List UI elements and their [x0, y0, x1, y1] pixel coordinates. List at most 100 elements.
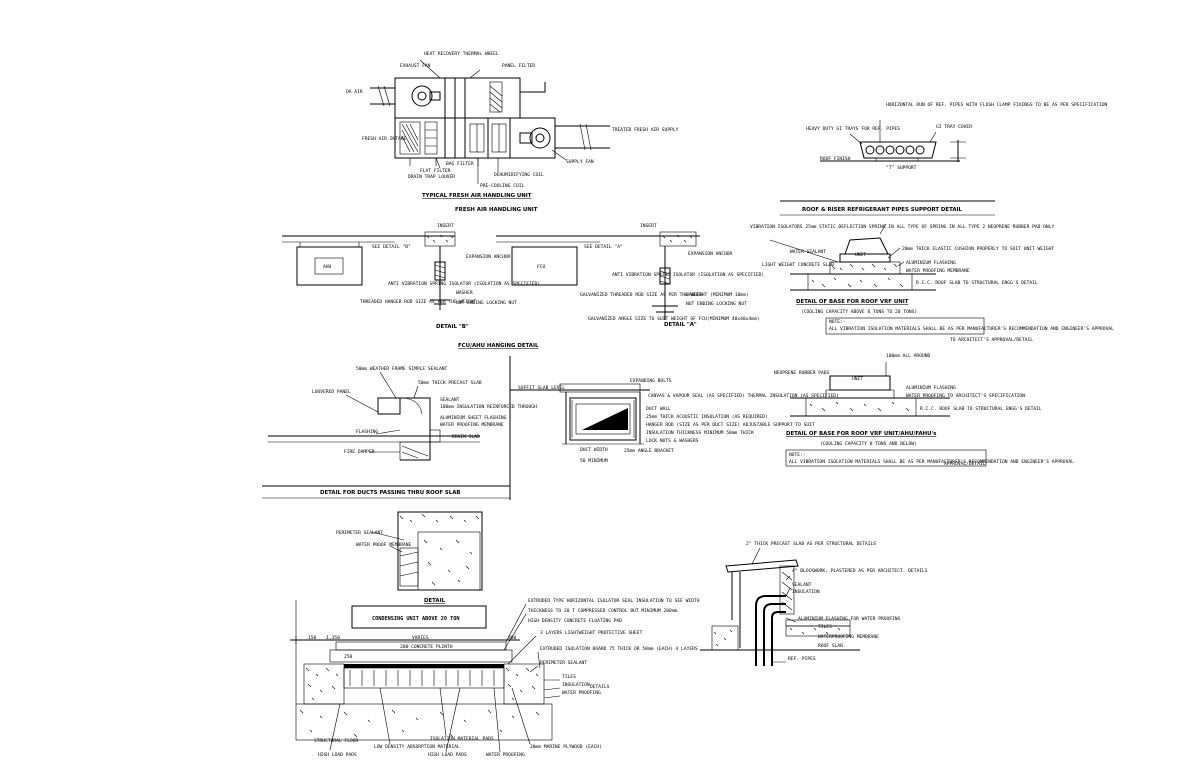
label-water-sealant: WATER SEALANT: [790, 249, 826, 255]
dim-3: 250: [344, 654, 353, 660]
label-perimeter-sealant2: PERIMETER SEALANT: [540, 660, 587, 666]
ref-pipe-2: [763, 603, 786, 666]
label-varies: VARIES: [412, 635, 429, 641]
label-anti-vibration-a: ANTI VIBRATION SPRING ISOLATOR (ISOLATIO…: [612, 272, 764, 278]
duct-box-outer: [569, 397, 637, 441]
label-water-proofing2: WATER PROOFING: [486, 752, 525, 758]
hanging-title: FCU/AHU HANGING DETAIL: [458, 343, 539, 349]
label-tiles: TILES: [562, 674, 576, 680]
label-thick-precast: 50mm THICK PRECAST SLAB: [418, 380, 482, 386]
label-roof-finish: ROOF FINISH: [820, 156, 851, 162]
label-oa-air: OA AIR: [346, 89, 363, 95]
label-precast-slab: 2" THICK PRECAST SLAB AS PER STRUCTURAL …: [746, 541, 876, 547]
label-aluminium: ALUMINIUM FLASHING FOR WATER PROOFING: [798, 616, 901, 622]
oa-duct: [370, 87, 395, 105]
label-water-proofing: WATER PROOFING: [562, 690, 601, 696]
ref-pipe-1: [755, 595, 786, 666]
label-lock-nuts: LOCK NUTS & WASHERS: [646, 438, 699, 444]
label-angle-bracket: 25mm ANGLE BRACKET: [624, 448, 674, 454]
label-drain-slab: DRAIN SLAB: [452, 434, 480, 440]
filter-hatch: [399, 121, 438, 155]
label-galv-rod: GALVANIZED THREADED ROD SIZE AS PER THE …: [580, 292, 749, 298]
label-rcc2: R.C.C. ROOF SLAB TO STRUCTURAL ENGG'S DE…: [920, 406, 1042, 412]
vrf-approval-below: APPROVAL/DETAIL: [944, 461, 986, 467]
ahu-subtitle: FRESH AIR HANDLING UNIT: [455, 207, 538, 213]
ahu-box-label: AHU: [323, 264, 332, 270]
condensing-unit-box: [351, 605, 487, 629]
vrf-title-below: DETAIL OF BASE FOR ROOF VRF UNIT/AHU/FAH…: [786, 431, 936, 437]
hanging-section: AHU EXPANSION ANCHOR INSERT SEE DETAIL "…: [282, 223, 764, 349]
vrf-base-below-section: 100mm ALL AROUND NEOPRENE RUBBER PADS UN…: [774, 353, 1074, 467]
label-perimeter-sealant: PERIMETER SEALANT: [336, 530, 383, 536]
label-tray-cover: GI TRAY COVER: [936, 124, 972, 130]
insert-slab-b: [424, 231, 456, 247]
duct-box-section: SOFFIT SLAB LEVEL EXPANDING BOLTS CANVAS…: [510, 378, 839, 464]
fcu-hanging-box: [511, 246, 578, 286]
label-horizontal-run: HORIZONTAL RUN OF REF. PIPES WITH FLUSH …: [886, 102, 1107, 108]
label-threaded-rod: THREADED HANGER ROD SIZE AS PER THE WEIG…: [360, 299, 476, 305]
dim-2: 150: [308, 635, 317, 641]
label-exhaust-fan: EXHAUST FAN: [400, 63, 431, 69]
label-washer-b: WASHER: [456, 290, 473, 296]
label-expansion-anchor-b: EXPANSION ANCHOR: [466, 254, 510, 260]
label-neoprene: NEOPRENE RUBBER PADS: [774, 370, 830, 376]
ahu-section: HEAT RECOVERY THERMAL WHEEL EXHAUST FAN …: [346, 51, 679, 213]
side-insulation-left: [303, 663, 345, 705]
label-mm-around: 100mm ALL AROUND: [886, 353, 930, 359]
label-nut-b: NUT ENDING LOCKING NUT: [456, 300, 517, 306]
label-anti-vibration-b: ANTI VIBRATION SPRING ISOLATOR (ISOLATIO…: [388, 281, 540, 287]
label-treated-fresh: TREATED FRESH AIR SUPPLY: [612, 127, 679, 133]
label-sealant: SEALANT: [440, 397, 460, 403]
label-low-density: LOW DENSITY ABSORPTION MATERIAL: [374, 744, 460, 750]
ref-pipe-3: [771, 611, 786, 666]
label-detail: DETAIL: [424, 598, 446, 604]
label-duct-width: DUCT WIDTH: [580, 447, 608, 453]
label-louvers: LOUVERED PANEL: [312, 389, 351, 395]
label-blockwork: 4" BLOCKWORK, PLASTERED AS PER ARCHITECT…: [792, 568, 928, 574]
label-unit: UNIT: [855, 252, 866, 258]
coil-blocks: [469, 123, 507, 153]
vrf-note-head-below: NOTE:-: [789, 452, 806, 458]
duct-roof-section: 50mm WEATHER FRAME SIMPLE SEALANT 50mm T…: [262, 366, 537, 499]
label-duct-wall: DUCT WALL: [646, 406, 671, 412]
label-water-proof: WATER PROOF MEMBRANE: [356, 542, 412, 548]
condensing-unit-title: CONDENSING UNIT ABOVE 20 TON: [372, 616, 459, 622]
label-fire-damper: FIRE DAMPER: [344, 449, 375, 455]
label-extruded: EXTRUDED TYPE HORIZONTAL ISOLATOR SEAL I…: [528, 598, 700, 604]
label-marine-plywood: 20mm MARINE PLYWOOD (EACH): [530, 744, 602, 750]
label-thickness-20: THICKNESS TO 20 T COMPRESSED CONTROL BUT…: [528, 608, 678, 614]
vrf-approval-above: TO ARCHITECT'S APPROVAL/DETAIL: [950, 337, 1033, 343]
label-insert-a: INSERT: [640, 223, 657, 229]
label-supply-fan: SUPPLY FAN: [566, 159, 594, 165]
label-detail-b: DETAIL "B": [436, 324, 469, 330]
label-high-load-pads: HIGH LOAD PADS: [318, 752, 357, 758]
label-thick-elastic: 20mm THICK ELASTIC CUSHION PROPERLY TO S…: [902, 246, 1054, 252]
vrf-note-box-above: [825, 317, 985, 335]
label-panel-filter: PANEL FILTER: [502, 63, 535, 69]
vrf-base-above-section: VIBRATION ISOLATORS 25mm STATIC DEFLECTI…: [750, 223, 1114, 343]
label-flat-filter: FLAT FILTER: [420, 168, 451, 174]
label-heat-recovery: HEAT RECOVERY THERMAL WHEEL: [424, 51, 499, 57]
label-layers-lightweight: 3 LAYERS LIGHTWEIGHT PROTECTIVE SHEET: [540, 630, 643, 636]
blockwork-wall: [779, 565, 795, 615]
label-see-detail-b: SEE DETAIL "B": [372, 244, 411, 250]
supply-fan-icon: [519, 127, 551, 149]
label-concrete-plinth: 200 CONCRETE PLINTH: [400, 644, 453, 650]
label-extruded-board: EXTRUDED ISOLATION BOARD 75 THICK OR 50m…: [540, 646, 698, 652]
vrf-note-head-above: NOTE:-: [829, 319, 846, 325]
label-see-detail-a: SEE DETAIL "A": [584, 244, 623, 250]
thermal-wheel: [489, 81, 503, 113]
label-sealant: SEALANT: [792, 582, 812, 588]
label-dehumid: DEHUMIDIFYING COIL: [494, 172, 544, 178]
label-structural-floor: STRUCTURAL FLOOR: [314, 738, 358, 744]
label-waterproofing: WATERPROOFING MEMBRANE: [818, 634, 879, 640]
label-isolation-material: ISOLATION MATERIAL PADS: [430, 736, 494, 742]
label-aluminium2: ALUMINIUM FLASHING: [906, 385, 956, 391]
label-drain: DRAIN TRAP LOUVER: [408, 174, 455, 180]
louvered-panel: [377, 397, 401, 415]
dim-4: 300: [508, 635, 517, 641]
label-min: 50 MINIMUM: [580, 458, 608, 464]
vrf-note-below: ALL VIBRATION ISOLATION MATERIALS SHALL …: [789, 459, 1074, 465]
precast-slab: [725, 559, 799, 573]
